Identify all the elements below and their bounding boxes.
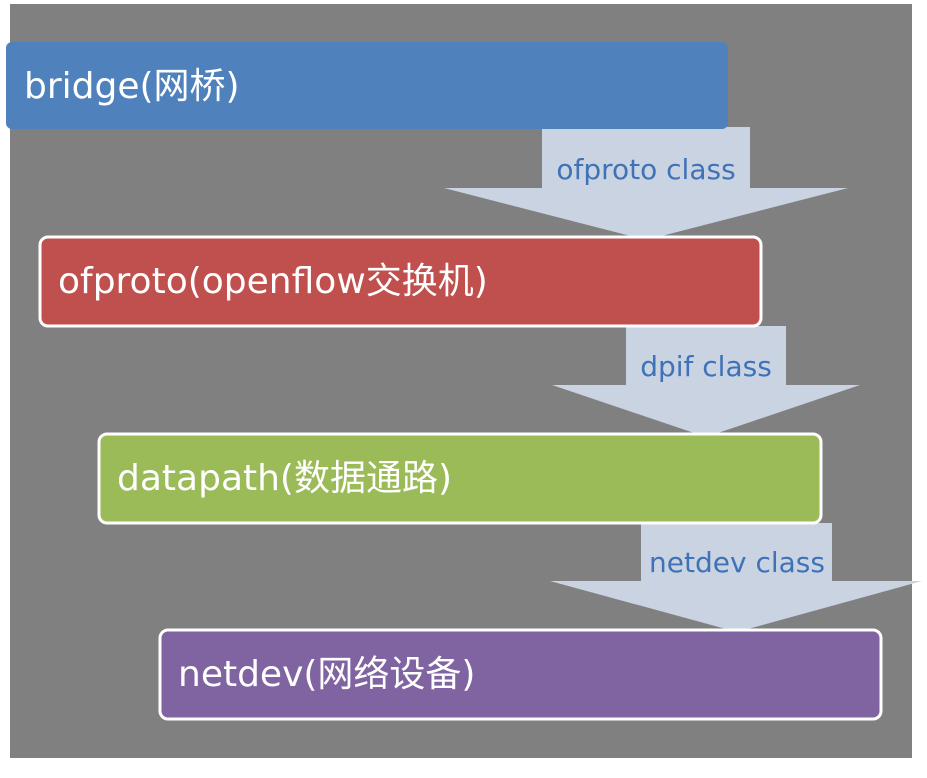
arrow-netdev-class: netdev class (550, 523, 922, 632)
box-netdev: netdev(网络设备) (158, 628, 883, 721)
arrow-label-netdev-class: netdev class (649, 546, 825, 579)
box-label-bridge: bridge(网桥) (24, 66, 240, 107)
box-shape-netdev (158, 628, 883, 721)
box-label-netdev: netdev(网络设备) (178, 654, 475, 695)
arrow-label-ofproto-class: ofproto class (556, 153, 735, 186)
box-bridge: bridge(网桥) (6, 42, 728, 129)
arrow-label-dpif-class: dpif class (640, 350, 772, 383)
box-shape-ofproto (38, 235, 763, 328)
arrow-shape-netdev-class (550, 523, 922, 632)
box-shape-datapath (97, 432, 823, 525)
box-datapath: datapath(数据通路) (97, 432, 823, 525)
box-label-datapath: datapath(数据通路) (117, 458, 452, 499)
box-shape-bridge (6, 42, 728, 129)
arrow-shape-dpif-class (552, 326, 860, 437)
arrow-shape-ofproto-class (444, 127, 848, 240)
arrow-ofproto-class: ofproto class (444, 127, 848, 240)
box-label-ofproto: ofproto(openflow交换机) (58, 261, 488, 302)
arrow-dpif-class: dpif class (552, 326, 860, 437)
box-ofproto: ofproto(openflow交换机) (38, 235, 763, 328)
